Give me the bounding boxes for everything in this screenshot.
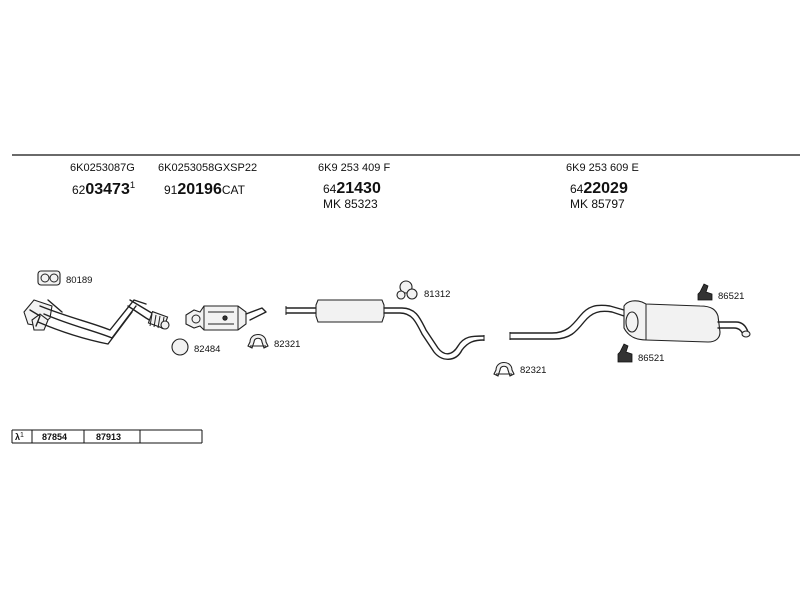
rear-oe-number: 6K9 253 609 E — [566, 162, 639, 174]
middle-hanger-label: 81312 — [424, 289, 450, 300]
rear-hanger-top-label: 86521 — [718, 291, 744, 302]
catalyst-clamp-label: 82321 — [274, 339, 300, 350]
rear-silencer — [509, 300, 751, 343]
table-cell-1: 87854 — [42, 432, 67, 442]
rear-hanger-top: 86521 — [697, 283, 744, 302]
exhaust-manifold — [23, 299, 170, 345]
middle-part-number: 6421430 — [323, 180, 381, 197]
rear-hanger-bottom-label: 86521 — [638, 353, 664, 364]
catalyst-part-number: 9120196CAT — [164, 181, 246, 198]
manifold-gasket: 80189 — [37, 270, 92, 286]
catalyst-ring-gasket: 82484 — [171, 338, 220, 356]
catalyst-oe-number: 6K0253058GXSP22 — [158, 162, 257, 174]
middle-hanger: 81312 — [396, 280, 450, 300]
catalyst-clamp: 82321 — [247, 333, 300, 350]
catalyst-gasket-label: 82484 — [194, 344, 220, 355]
middle-silencer-part-header: 6K9 253 409 F 6421430 MK 85323 — [318, 162, 390, 211]
manifold-gasket-label: 80189 — [66, 275, 92, 286]
catalytic-converter — [185, 305, 267, 331]
manifold-oe-number: 6K0253087G — [70, 162, 135, 174]
rear-hanger-bottom: 86521 — [617, 343, 664, 364]
rear-mk-number: MK 85797 — [570, 197, 625, 211]
manifold-part-header: 6K0253087G 62034731 — [70, 162, 135, 198]
middle-mk-number: MK 85323 — [323, 197, 378, 211]
reference-table: λ1 87854 87913 — [11, 429, 203, 444]
catalyst-part-header: 6K0253058GXSP22 9120196CAT — [158, 162, 257, 198]
rear-silencer-part-header: 6K9 253 609 E 6422029 MK 85797 — [566, 162, 639, 211]
manifold-part-number: 62034731 — [72, 180, 135, 198]
lambda-symbol: λ1 — [15, 432, 24, 442]
middle-oe-number: 6K9 253 409 F — [318, 162, 390, 174]
middle-clamp-label: 82321 — [520, 365, 546, 376]
table-cell-2: 87913 — [96, 432, 121, 442]
middle-silencer — [285, 299, 485, 360]
rear-part-number: 6422029 — [570, 180, 628, 197]
middle-clamp: 82321 — [493, 361, 546, 377]
